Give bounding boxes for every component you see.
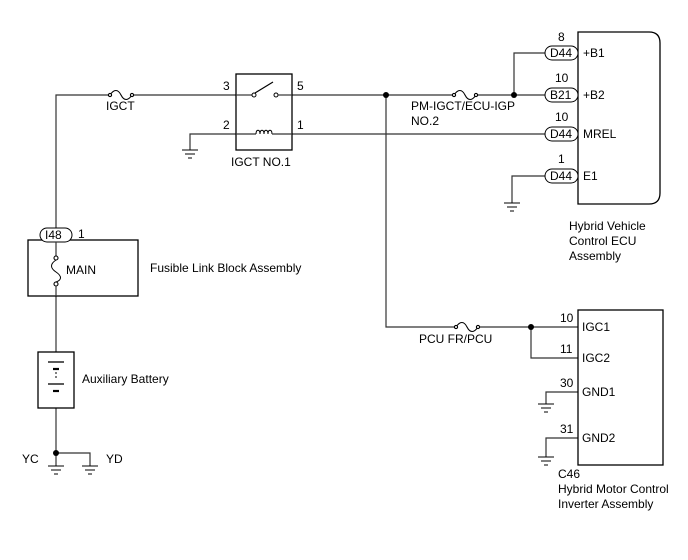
relay-pin-3: 3 — [223, 79, 230, 93]
wire-to-yd-ground — [56, 452, 91, 466]
fuse-pm-igct-label: PM-IGCT/ECU-IGP — [411, 99, 515, 113]
ground-icon — [48, 465, 64, 475]
relay-pin-2: 2 — [223, 118, 230, 132]
junction-dot — [383, 92, 389, 98]
wire-relay2-ground — [189, 133, 236, 150]
wire-branch-pcu — [385, 95, 578, 328]
ecu-pin-num-b1: 8 — [558, 30, 565, 44]
relay-igct — [235, 73, 293, 151]
inverter-pin-igc1: IGC1 — [582, 320, 610, 334]
ground-label-yd: YD — [106, 452, 123, 466]
inverter-pin-gnd1: GND1 — [582, 385, 616, 399]
junction-dot — [528, 324, 534, 330]
ground-icon — [82, 465, 98, 475]
inverter-pin-num-gnd1: 30 — [560, 376, 574, 390]
connector-b21-b2-label: B21 — [550, 88, 572, 102]
wire-main-to-relay — [55, 94, 236, 228]
ecu-pin-num-mrel: 10 — [555, 110, 569, 124]
inverter-pin-igc2: IGC2 — [582, 351, 610, 365]
ecu-pin-e1: E1 — [583, 169, 598, 183]
ecu-name-line1: Hybrid Vehicle — [569, 219, 646, 233]
ecu-pin-num-b2: 10 — [555, 71, 569, 85]
connector-d44-b1 — [544, 45, 579, 61]
inverter-pin-num-gnd2: 31 — [560, 422, 574, 436]
ground-icon — [182, 149, 198, 159]
fusible-link-icon — [51, 242, 61, 296]
fuse-pcu-label: PCU FR/PCU — [419, 332, 492, 346]
inverter-pin-gnd2: GND2 — [582, 431, 616, 445]
fuse-pm-igct-label-line2: NO.2 — [411, 114, 439, 128]
relay-pin-1: 1 — [297, 118, 304, 132]
ground-icon — [538, 403, 554, 413]
wire-gnd2 — [545, 437, 578, 457]
inverter-name-line2: Inverter Assembly — [558, 497, 653, 511]
connector-d44-e1-label: D44 — [550, 169, 572, 183]
fusible-link-name: Fusible Link Block Assembly — [150, 261, 301, 275]
junction-dot — [53, 450, 59, 456]
wire-gnd1 — [545, 391, 578, 404]
inverter-connector: C46 — [558, 467, 580, 481]
ecu-name-line2: Control ECU — [569, 234, 636, 248]
fusible-link-box — [27, 239, 139, 297]
ecu-pin-num-e1: 1 — [558, 152, 565, 166]
inverter-name-line1: Hybrid Motor Control — [558, 482, 669, 496]
fuse-pm-igct-icon — [451, 89, 479, 101]
ecu-pin-b1: +B1 — [583, 46, 605, 60]
ecu-pin-mrel: MREL — [583, 127, 617, 141]
ecu-name-line3: Assembly — [569, 249, 621, 263]
fusible-link-pin: 1 — [78, 227, 85, 241]
battery-icon — [48, 361, 64, 393]
fuse-igct-label: IGCT — [106, 99, 135, 113]
wire-branch-b1 — [513, 52, 545, 95]
relay-box — [235, 73, 293, 151]
relay-pin-5: 5 — [297, 79, 304, 93]
relay-switch-icon — [236, 81, 292, 98]
connector-b21-b2 — [544, 87, 579, 103]
ground-icon — [504, 202, 520, 212]
connector-d44-mrel-label: D44 — [550, 127, 572, 141]
connector-i48-label: I48 — [45, 228, 62, 242]
ecu-box — [577, 31, 661, 205]
inverter-pin-num-igc1: 10 — [560, 311, 574, 325]
fuse-pcu-icon — [453, 321, 481, 333]
wire-branch-igc2 — [530, 327, 578, 359]
connector-d44-mrel — [544, 126, 579, 142]
fuse-igct-icon — [107, 89, 135, 101]
battery-box — [37, 351, 75, 409]
fusible-link-label: MAIN — [66, 263, 96, 277]
ground-icon — [538, 456, 554, 466]
wires — [55, 52, 578, 466]
inverter-box — [577, 309, 664, 466]
ground-label-yc: YC — [22, 452, 39, 466]
relay-coil-icon — [236, 129, 292, 135]
wire-e1-ground — [511, 175, 545, 203]
inverter-pin-num-igc2: 11 — [560, 342, 573, 356]
relay-name: IGCT NO.1 — [231, 155, 291, 169]
junction-dot — [511, 92, 517, 98]
battery-name: Auxiliary Battery — [82, 372, 169, 386]
connector-d44-b1-label: D44 — [550, 46, 572, 60]
connector-d44-e1 — [544, 168, 579, 184]
ecu-pin-b2: +B2 — [583, 88, 605, 102]
